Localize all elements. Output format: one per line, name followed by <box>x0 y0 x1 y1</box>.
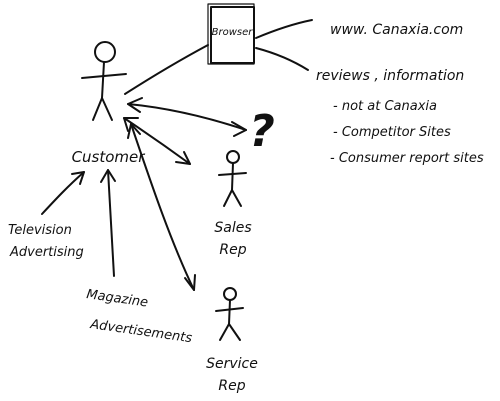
bullet-note-3: - Consumer report sites <box>330 151 484 166</box>
reviews-note: reviews , information <box>316 68 464 84</box>
browser-reviews-line <box>255 47 309 71</box>
bullet-note-1: - not at Canaxia <box>333 99 437 114</box>
browser-node: Browser <box>207 3 255 65</box>
bullet-note-2: - Competitor Sites <box>333 125 451 140</box>
customer-question-arrow <box>127 103 247 131</box>
customer-service-arrowhead-top <box>127 123 141 139</box>
television-label-line1: Television <box>8 223 72 238</box>
url-note: www. Canaxia.com <box>330 22 463 38</box>
television-arrow <box>41 171 85 215</box>
customer-sales-arrow <box>123 117 191 165</box>
browser-box-outline <box>207 3 255 65</box>
customer-browser-line <box>124 44 209 95</box>
magazine-label-line2: Advertisements <box>88 317 193 346</box>
customer-service-arrowhead-bottom <box>184 274 196 291</box>
sales-rep-label-line2: Rep <box>219 242 246 258</box>
customer-question-arrowhead-left <box>127 97 143 113</box>
magazine-arrow <box>107 169 115 277</box>
television-label-line2: Advertising <box>9 245 84 260</box>
question-mark: ? <box>249 106 275 157</box>
customer-figure-icon <box>81 41 127 121</box>
service-rep-figure-icon <box>215 287 244 341</box>
sales-rep-figure-icon <box>218 150 247 207</box>
magazine-arrowhead <box>100 169 116 183</box>
customer-question-arrowhead-right <box>231 121 247 137</box>
browser-url-line <box>255 19 313 39</box>
customer-service-arrow <box>130 123 195 291</box>
television-arrowhead <box>71 171 85 185</box>
browser-label: Browser <box>212 27 254 38</box>
magazine-label-line1: Magazine <box>85 287 149 310</box>
customer-sales-arrowhead-left <box>123 117 139 132</box>
service-rep-label-line1: Service <box>206 356 258 372</box>
customer-label: Customer <box>72 148 146 166</box>
service-rep-label-line2: Rep <box>218 378 245 394</box>
sales-rep-label-line1: Sales <box>214 220 251 236</box>
customer-sales-arrowhead-right <box>175 151 191 165</box>
